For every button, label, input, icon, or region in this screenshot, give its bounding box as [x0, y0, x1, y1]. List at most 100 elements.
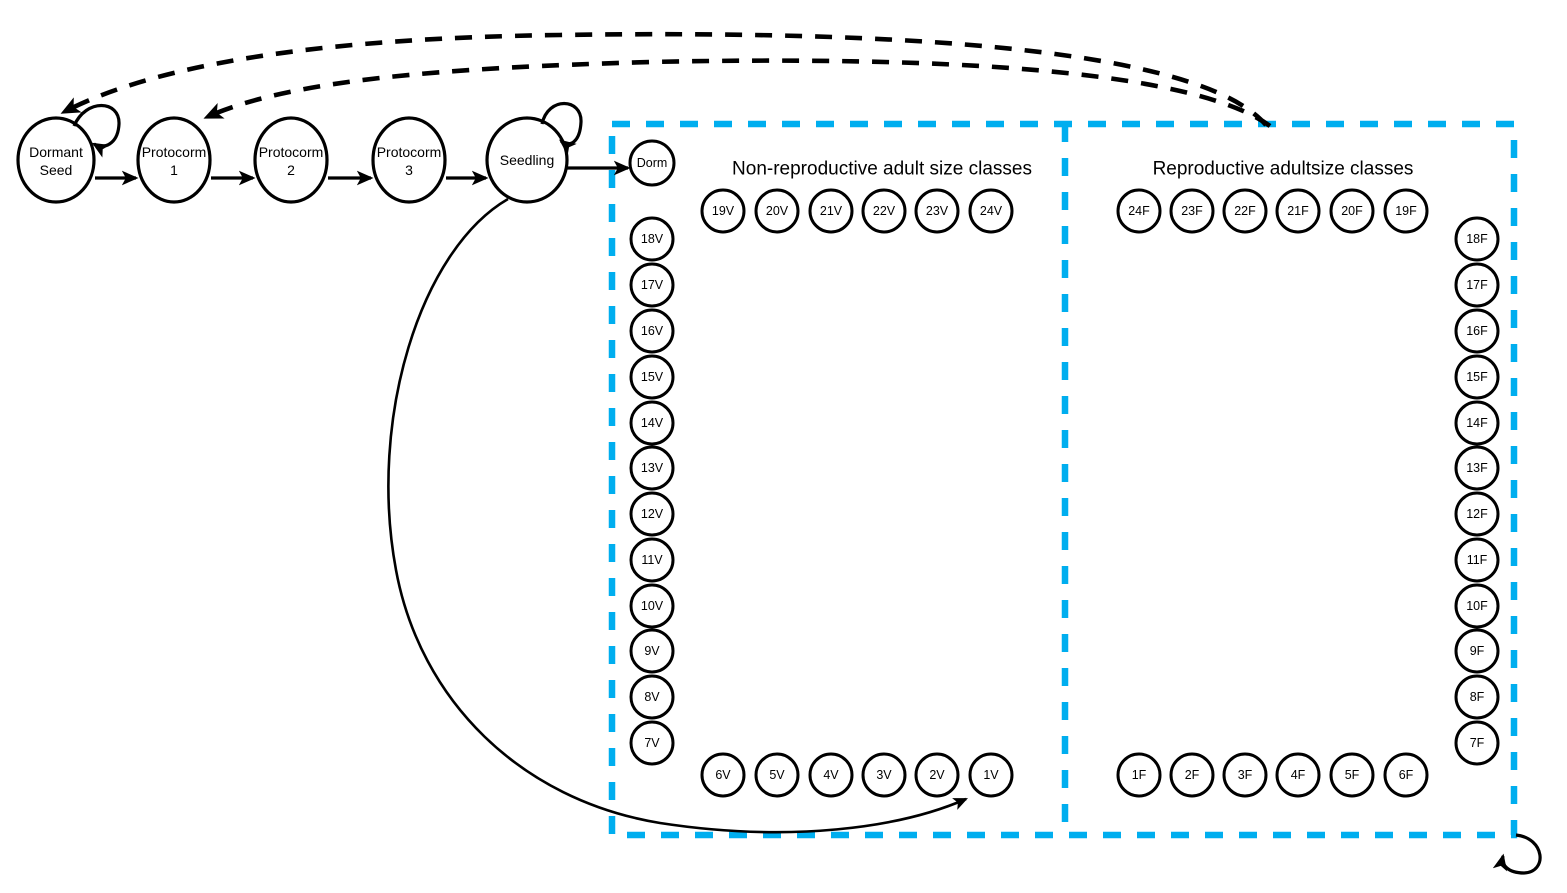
node-protocorm-3-shape — [371, 116, 447, 204]
node-dorm[interactable]: Dorm — [628, 139, 676, 187]
node-1V[interactable]: 1V — [968, 752, 1014, 798]
node-4V[interactable]: 4V — [808, 752, 854, 798]
node-19F[interactable]: 19F — [1383, 188, 1429, 234]
node-6F-label: 6F — [1399, 768, 1414, 782]
node-14V-shape — [629, 400, 675, 446]
self-loop-outer-box-corner — [1492, 833, 1542, 875]
node-seedling[interactable]: Seedling — [485, 116, 569, 204]
node-21F[interactable]: 21F — [1275, 188, 1321, 234]
node-6F[interactable]: 6F — [1383, 752, 1429, 798]
node-12F-label: 12F — [1466, 507, 1488, 521]
node-9V[interactable]: 9V — [629, 628, 675, 674]
group-titles: Non-reproductive adult size classes Repr… — [732, 159, 1413, 180]
node-8F[interactable]: 8F — [1454, 674, 1500, 720]
node-23F[interactable]: 23F — [1169, 188, 1215, 234]
node-24V-shape — [968, 188, 1014, 234]
node-13V-label: 13V — [641, 461, 664, 475]
node-1V-shape — [968, 752, 1014, 798]
node-1F[interactable]: 1F — [1116, 752, 1162, 798]
node-21V[interactable]: 21V — [808, 188, 854, 234]
node-12F[interactable]: 12F — [1454, 491, 1500, 537]
node-7V-label: 7V — [644, 736, 660, 750]
node-14V-label: 14V — [641, 416, 664, 430]
progression-edges — [95, 160, 631, 186]
node-12V[interactable]: 12V — [629, 491, 675, 537]
node-20F[interactable]: 20F — [1329, 188, 1375, 234]
node-5F-label: 5F — [1345, 768, 1360, 782]
node-11F[interactable]: 11F — [1454, 537, 1500, 583]
node-4F-label: 4F — [1291, 768, 1306, 782]
edge-reproductive-to-dormant-seed — [60, 31, 1268, 127]
node-13V[interactable]: 13V — [629, 445, 675, 491]
node-15F[interactable]: 15F — [1454, 354, 1500, 400]
node-20V[interactable]: 20V — [754, 188, 800, 234]
node-dormant-seed[interactable]: Dormant Seed — [16, 116, 96, 204]
node-11V[interactable]: 11V — [629, 537, 675, 583]
node-2V-label: 2V — [929, 768, 945, 782]
node-3V[interactable]: 3V — [861, 752, 907, 798]
node-11F-shape — [1454, 537, 1500, 583]
node-8V-shape — [629, 674, 675, 720]
node-22V[interactable]: 22V — [861, 188, 907, 234]
node-10V[interactable]: 10V — [629, 583, 675, 629]
node-3F[interactable]: 3F — [1222, 752, 1268, 798]
node-dormant-seed-label-line2: Seed — [40, 162, 73, 178]
node-protocorm-3[interactable]: Protocorm 3 — [371, 116, 447, 204]
node-5V[interactable]: 5V — [754, 752, 800, 798]
node-6V[interactable]: 6V — [700, 752, 746, 798]
node-7F[interactable]: 7F — [1454, 720, 1500, 766]
node-18F[interactable]: 18F — [1454, 216, 1500, 262]
node-protocorm-2[interactable]: Protocorm 2 — [253, 116, 329, 204]
node-dormant-seed-label-line1: Dormant — [29, 144, 83, 160]
vegetative-class-nodes: 19V 20V 21V 22V 23V — [629, 188, 1014, 798]
node-14V[interactable]: 14V — [629, 400, 675, 446]
node-24V[interactable]: 24V — [968, 188, 1014, 234]
early-stage-nodes: Dormant Seed Protocorm 1 Protocorm 2 Pro… — [16, 116, 569, 204]
flowering-class-nodes: 24F 23F 22F 21F 20F — [1116, 188, 1500, 798]
node-protocorm-1[interactable]: Protocorm 1 — [136, 116, 212, 204]
node-17F-label: 17F — [1466, 278, 1488, 292]
flowering-right-column: 18F 17F 16F 15F 14F — [1454, 216, 1500, 766]
node-17F-shape — [1454, 262, 1500, 308]
node-21F-label: 21F — [1287, 204, 1309, 218]
node-17V[interactable]: 17V — [629, 262, 675, 308]
node-13F[interactable]: 13F — [1454, 445, 1500, 491]
node-5F[interactable]: 5F — [1329, 752, 1375, 798]
node-14F[interactable]: 14F — [1454, 400, 1500, 446]
node-protocorm-1-shape — [136, 116, 212, 204]
node-23V-label: 23V — [926, 204, 949, 218]
node-7V[interactable]: 7V — [629, 720, 675, 766]
node-10F-label: 10F — [1466, 599, 1488, 613]
node-18V-shape — [629, 216, 675, 262]
node-18V[interactable]: 18V — [629, 216, 675, 262]
node-15V-label: 15V — [641, 370, 664, 384]
node-7F-label: 7F — [1470, 736, 1485, 750]
node-8V[interactable]: 8V — [629, 674, 675, 720]
node-2F[interactable]: 2F — [1169, 752, 1215, 798]
node-17F[interactable]: 17F — [1454, 262, 1500, 308]
node-16V-shape — [629, 308, 675, 354]
self-loops — [72, 101, 1542, 875]
node-20V-shape — [754, 188, 800, 234]
node-15V[interactable]: 15V — [629, 354, 675, 400]
flowering-top-row: 24F 23F 22F 21F 20F — [1116, 188, 1429, 234]
node-4F[interactable]: 4F — [1275, 752, 1321, 798]
node-20V-label: 20V — [766, 204, 789, 218]
node-17V-label: 17V — [641, 278, 664, 292]
node-22F-shape — [1222, 188, 1268, 234]
node-23V[interactable]: 23V — [914, 188, 960, 234]
node-6F-shape — [1383, 752, 1429, 798]
node-16F[interactable]: 16F — [1454, 308, 1500, 354]
node-22F[interactable]: 22F — [1222, 188, 1268, 234]
node-24F[interactable]: 24F — [1116, 188, 1162, 234]
node-4V-shape — [808, 752, 854, 798]
node-18F-label: 18F — [1466, 232, 1488, 246]
node-dorm-shape — [628, 139, 676, 187]
node-2V[interactable]: 2V — [914, 752, 960, 798]
node-19V[interactable]: 19V — [700, 188, 746, 234]
node-10F[interactable]: 10F — [1454, 583, 1500, 629]
node-16V[interactable]: 16V — [629, 308, 675, 354]
node-9F[interactable]: 9F — [1454, 628, 1500, 674]
node-14F-shape — [1454, 400, 1500, 446]
